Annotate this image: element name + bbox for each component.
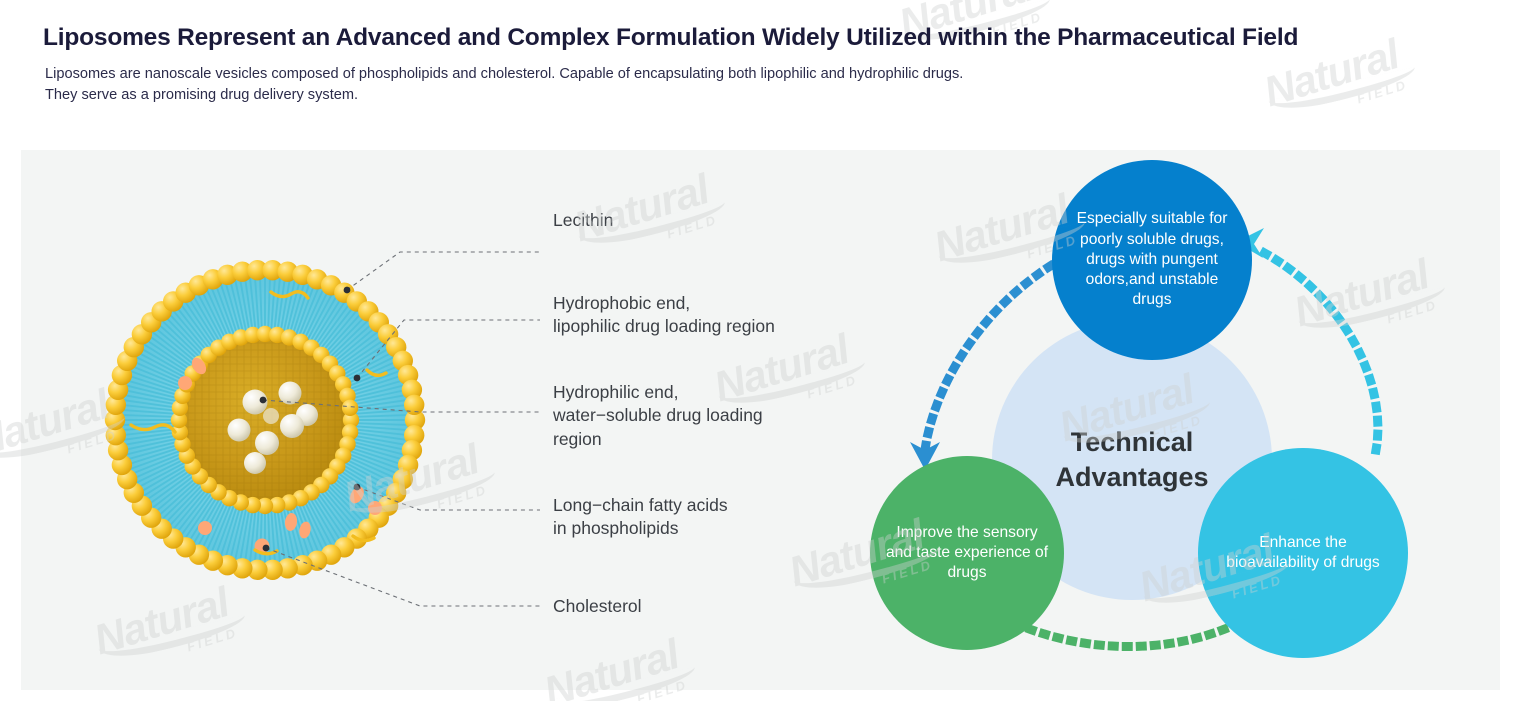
lipophilic-drug-markers [178,357,382,554]
callout-label-long-chain-fatty-acids: Long−chain fatty acids in phospholipids [553,495,728,539]
inner-head-group [170,325,360,515]
arrow-cyan-to-blue [1236,228,1383,456]
center-label-line-2: Advantages [1055,462,1209,492]
advantage-circle-top-blue[interactable]: Especially suitable for poorly soluble d… [1052,160,1252,360]
center-circle-technical-advantages: Technical Advantages [992,320,1272,600]
center-label-line-1: Technical [1070,426,1194,457]
callout-label-lecithin: Lecithin [553,210,614,230]
advantage-circle-right-cyan[interactable]: Enhance the bioavailability of drugs [1198,448,1408,658]
hydrophilic-drug-spheres [227,381,318,474]
page-title: Liposomes Represent an Advanced and Comp… [43,24,1299,51]
subtitle-line-2: They serve as a promising drug delivery … [45,86,359,103]
callout-label-cholesterol: Cholesterol [553,596,642,616]
lipid-tails [119,274,411,566]
watermark-swoosh [1268,66,1419,117]
callout-label-hydrophobic-end: Hydrophobic end, lipophilic drug loading… [553,293,775,337]
liposome-illustration [95,250,435,590]
callout-label-hydrophilic-end: Hydrophilic end, water−soluble drug load… [553,382,763,449]
technical-advantages-diagram: Technical Advantages Especially suitable… [840,150,1480,690]
advantage-circle-left-green[interactable]: Improve the sensory and taste experience… [870,456,1064,650]
page-subtitle: Liposomes are nanoscale vesicles compose… [45,64,963,105]
subtitle-line-1: Liposomes are nanoscale vesicles compose… [45,66,964,82]
liposome-svg [104,260,426,580]
